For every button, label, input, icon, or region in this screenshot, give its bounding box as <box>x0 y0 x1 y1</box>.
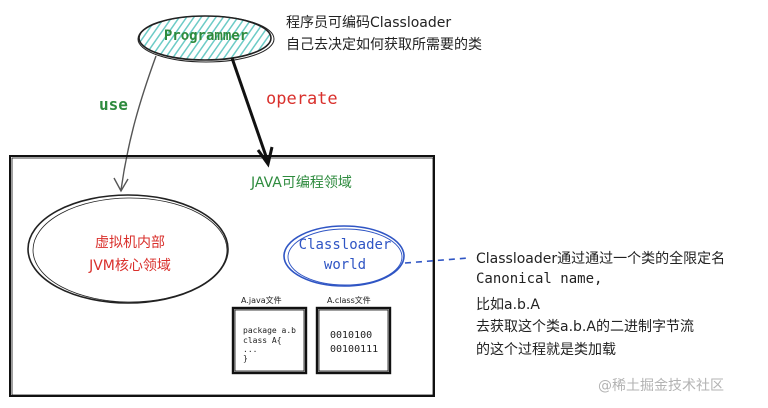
java-file-box <box>231 306 308 375</box>
explanation-line5: 的这个过程就是类加载 <box>476 342 616 358</box>
watermark: @稀土掘金技术社区 <box>598 378 724 394</box>
class-bits-line: 0010100 <box>330 330 373 341</box>
explanation-line2: Canonical name, <box>476 271 603 287</box>
explanation-line3: 比如a.b.A <box>476 297 540 313</box>
operate-arrow <box>230 57 274 168</box>
explanation-line1: Classloader通过通过一个类的全限定名 <box>476 251 726 267</box>
class-file-caption: A.class文件 <box>327 296 371 305</box>
java-code-line: ... <box>243 345 258 354</box>
jvm-core-ellipse <box>27 194 229 304</box>
programmer-note-line1: 程序员可编码Classloader <box>286 15 452 31</box>
class-file-box <box>315 306 392 375</box>
java-code-line: class A{ <box>243 336 282 345</box>
classloader-world-ellipse <box>283 225 405 287</box>
programmer-node <box>137 15 275 63</box>
java-code-line: package a.b <box>243 326 296 335</box>
operate-label: operate <box>266 89 338 109</box>
use-arrow <box>113 55 157 193</box>
classloader-world-line1: Classloader <box>298 237 392 253</box>
dashed-connector <box>404 257 469 264</box>
class-bits-line: 00100111 <box>330 344 379 355</box>
jvm-label-line2: JVM核心领域 <box>89 258 171 274</box>
explanation-line4: 去获取这个类a.b.A的二进制字节流 <box>476 319 694 335</box>
jvm-label-line1: 虚拟机内部 <box>95 235 165 251</box>
programmer-label: Programmer <box>163 28 249 44</box>
use-label: use <box>99 95 128 114</box>
classloader-world-line2: world <box>323 257 367 273</box>
programmer-note-line2: 自己去决定如何获取所需要的类 <box>286 37 482 53</box>
java-code-line: } <box>243 354 248 363</box>
java-file-caption: A.java文件 <box>241 296 282 305</box>
java-domain-title: JAVA可编程领域 <box>251 175 352 191</box>
java-programmable-domain-box <box>9 155 435 397</box>
